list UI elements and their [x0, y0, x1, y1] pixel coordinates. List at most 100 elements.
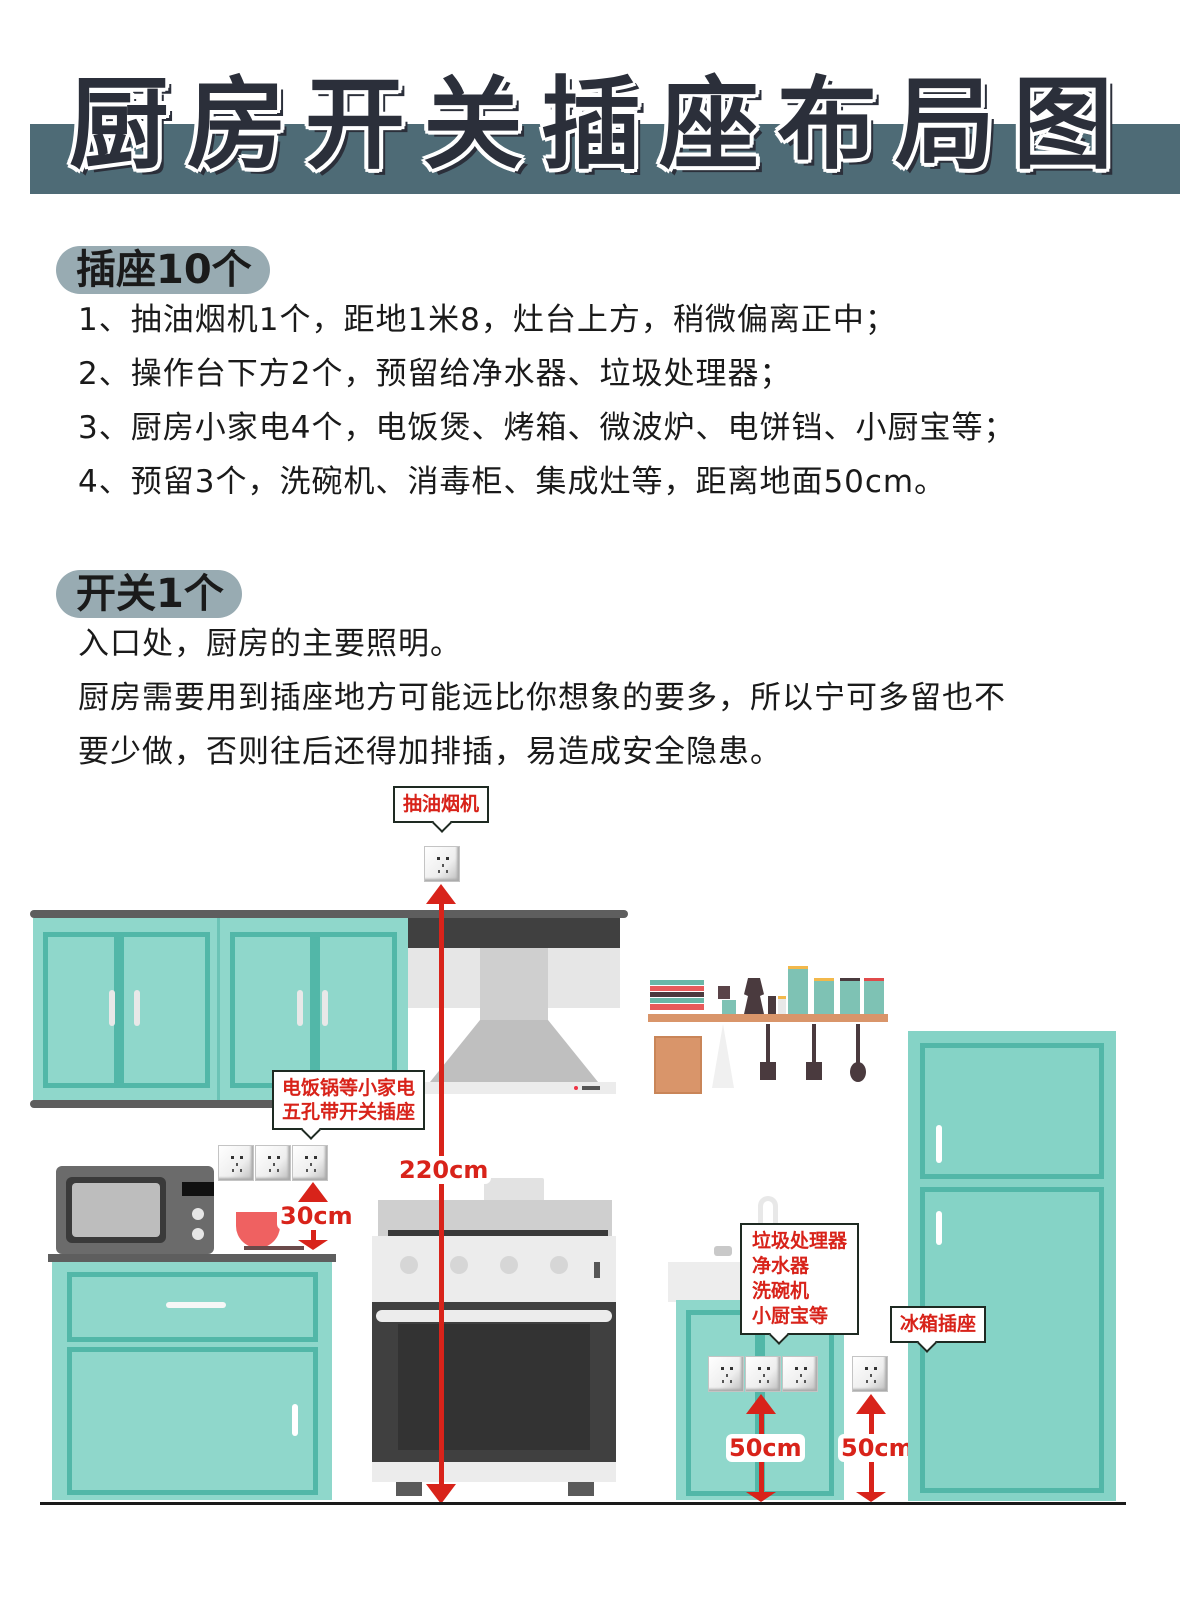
callout-small-appliances-line1: 电饭锅等小家电: [282, 1077, 416, 1099]
callout-sink-line1: 垃圾处理器: [752, 1230, 848, 1252]
dimension-30cm-arrow-up-icon: [298, 1182, 328, 1202]
coffee-pot-icon: [744, 978, 764, 1014]
callout-sink-appliances: 垃圾处理器 净水器 洗碗机 小厨宝等: [740, 1223, 860, 1345]
socket-item-1: 1、抽油烟机1个，距地1米8，灶台上方，稍微偏离正中；: [78, 302, 897, 338]
spice-jar-icon: [778, 996, 786, 1014]
switch-line-2: 厨房需要用到插座地方可能远比你想象的要多，所以宁可多留也不: [78, 680, 1006, 716]
jar-icon: [788, 966, 808, 1014]
callout-sink-line2: 净水器: [752, 1255, 810, 1277]
microwave-window-frame: [66, 1177, 166, 1243]
slotted-turner-handle: [812, 1024, 816, 1074]
jar-icon: [814, 978, 834, 1014]
cabinet-door: [43, 932, 119, 1088]
dimension-220cm-label: 220cm: [396, 1156, 492, 1184]
sink-socket-2: [745, 1356, 781, 1392]
bowl-tray: [244, 1246, 304, 1250]
fridge-handle: [936, 1125, 942, 1163]
drawer-handle: [166, 1302, 226, 1308]
soap-dispenser-icon: [714, 1246, 732, 1256]
cabinet-handle: [134, 990, 140, 1026]
switch-line-1: 入口处，厨房的主要照明。: [78, 626, 462, 662]
bowl-icon: [236, 1212, 280, 1248]
dimension-220cm-line: [439, 902, 444, 1492]
callout-small-appliances-line2: 五孔带开关插座: [282, 1101, 416, 1123]
dimension-fridge-arrow-down-icon: [856, 1492, 886, 1502]
jar-icon: [840, 978, 860, 1014]
floor-line: [40, 1502, 1126, 1505]
oven-handle: [376, 1310, 612, 1322]
plate-icon: [650, 1004, 704, 1010]
microwave-knob-icon: [192, 1228, 204, 1240]
upper-cabinet-bottom-bar: [30, 1100, 410, 1108]
countertop-socket-3: [292, 1145, 328, 1181]
stove-knob-icon: [500, 1256, 518, 1274]
microwave: [56, 1166, 214, 1254]
stove-knob-icon: [550, 1256, 568, 1274]
microwave-window: [72, 1183, 160, 1237]
shelf-board: [648, 1014, 888, 1022]
dimension-sink-arrow-up-icon: [746, 1394, 776, 1414]
oven-window: [398, 1324, 590, 1450]
dimension-220cm-arrow-down-icon: [426, 1484, 456, 1504]
socket-item-2: 2、操作台下方2个，预留给净水器、垃圾处理器；: [78, 356, 792, 392]
upper-cabinets: [33, 918, 408, 1102]
jar-icon: [864, 978, 884, 1014]
plate-icon: [650, 998, 704, 1003]
countertop-socket-1: [218, 1145, 254, 1181]
oven-base: [372, 1462, 616, 1482]
slotted-turner-icon: [806, 1062, 822, 1080]
cabinet-handle: [297, 990, 303, 1026]
title-band: [30, 124, 1180, 194]
callout-fridge-text: 冰箱插座: [900, 1313, 977, 1335]
plate-icon: [650, 986, 704, 991]
stove-knob-icon: [400, 1256, 418, 1274]
socket-item-4: 4、预留3个，洗碗机、消毒柜、集成灶等，距离地面50cm。: [78, 464, 947, 500]
faucet-icon: [758, 1196, 778, 1226]
callout-fridge: 冰箱插座: [890, 1306, 987, 1353]
dimension-fridge-label: 50cm: [838, 1434, 917, 1462]
stove-knob-icon: [450, 1256, 468, 1274]
plate-icon: [650, 992, 704, 997]
range-hood-chimney: [480, 948, 548, 1020]
mug-icon: [722, 1000, 736, 1014]
upper-cabinet-top-bar: [30, 910, 628, 918]
microwave-display: [182, 1182, 214, 1196]
sink-socket-3: [782, 1356, 818, 1392]
kitchen-shelf: [648, 966, 888, 1096]
page-title: 厨房开关插座布局图: [69, 66, 1131, 183]
callout-tail: [432, 813, 452, 833]
range-hood-socket: [424, 846, 460, 882]
callout-small-appliances: 电饭锅等小家电 五孔带开关插座: [272, 1070, 426, 1140]
spatula-icon: [760, 1062, 776, 1080]
dimension-220cm-arrow-up-icon: [426, 884, 456, 904]
fridge-handle: [936, 1211, 942, 1245]
dimension-sink-arrow-down-icon: [746, 1492, 776, 1502]
cabinet-handle: [322, 990, 328, 1026]
cabinet-door: [67, 1347, 318, 1495]
socket-item-3: 3、厨房小家电4个，电饭煲、烤箱、微波炉、电饼铛、小厨宝等；: [78, 410, 1016, 446]
range-hood-canopy: [430, 1020, 598, 1082]
lower-left-cabinet: [52, 1262, 332, 1500]
towel-icon: [712, 1024, 734, 1088]
refrigerator: [908, 1031, 1116, 1501]
switch-section-pill: 开关1个: [56, 570, 242, 618]
dimension-30cm-label: 30cm: [277, 1202, 356, 1230]
range-hood-display: [582, 1086, 600, 1090]
cabinet-handle: [109, 990, 115, 1026]
mug-icon: [718, 986, 730, 999]
cabinet-door: [315, 932, 397, 1088]
cabinet-handle: [292, 1404, 298, 1436]
stove-grates: [388, 1230, 608, 1236]
ladle-handle: [856, 1024, 860, 1068]
countertop-socket-2: [255, 1145, 291, 1181]
sink-socket-1: [708, 1356, 744, 1392]
range-hood-base: [416, 1082, 616, 1094]
dimension-fridge-arrow-up-icon: [856, 1394, 886, 1414]
microwave-knob-icon: [192, 1208, 204, 1220]
ladle-icon: [850, 1062, 866, 1082]
fridge-socket: [852, 1356, 888, 1392]
spice-jar-icon: [768, 996, 776, 1014]
callout-sink-line4: 小厨宝等: [752, 1305, 829, 1327]
oven-foot: [396, 1482, 422, 1496]
callout-range-hood-text: 抽油烟机: [403, 793, 480, 815]
